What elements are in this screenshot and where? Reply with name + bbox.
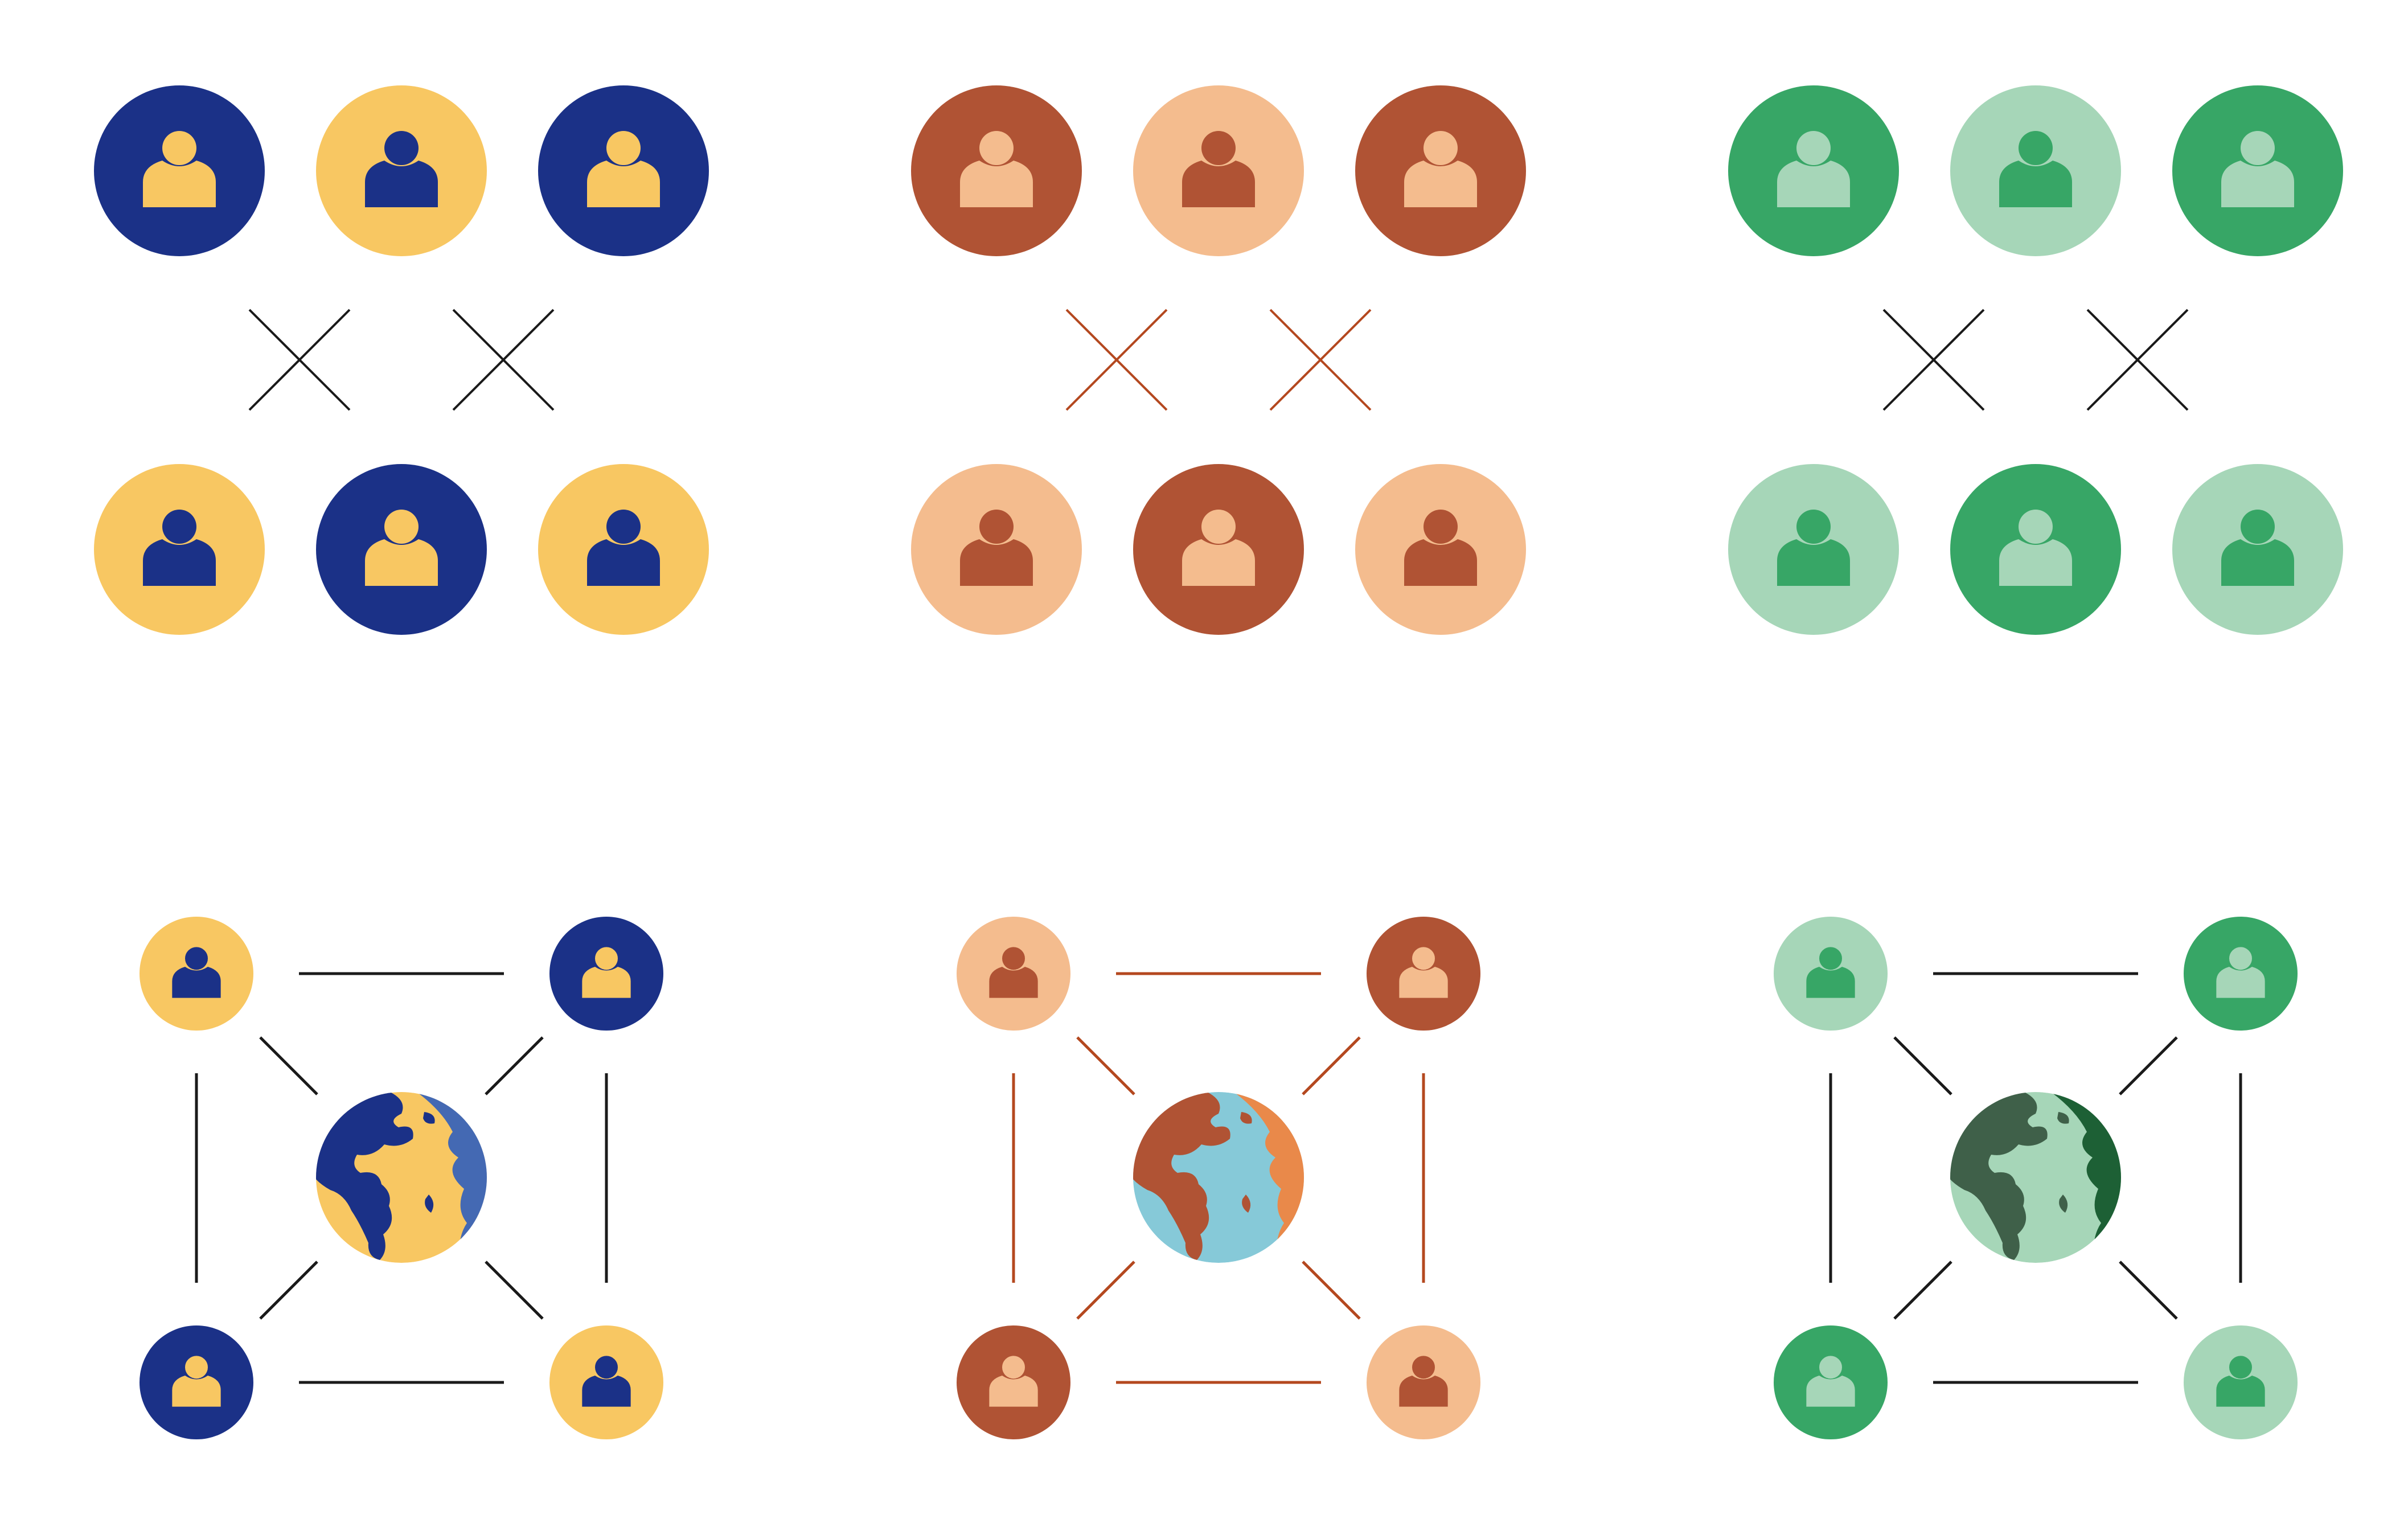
edge (2119, 1261, 2178, 1320)
avatar (316, 464, 487, 635)
edge (259, 1036, 318, 1095)
network-connections (140, 917, 663, 1439)
cross-icon (1269, 309, 1372, 411)
avatar (94, 85, 265, 256)
network-connections (1774, 917, 2298, 1439)
person-icon (143, 510, 216, 586)
avatar (911, 85, 1082, 256)
edge (1302, 1036, 1361, 1095)
person-icon (1806, 1356, 1855, 1407)
edge (1076, 1036, 1135, 1095)
avatar (549, 1325, 663, 1439)
avatar (1950, 464, 2121, 635)
person-icon (2221, 131, 2294, 207)
avatar (2172, 464, 2343, 635)
cross-icon (248, 309, 351, 411)
person-icon (960, 131, 1033, 207)
person-icon (2221, 510, 2294, 586)
person-icon (2216, 1356, 2265, 1407)
avatar (538, 464, 709, 635)
avatar (1367, 1325, 1480, 1439)
person-icon (365, 131, 438, 207)
person-icon (960, 510, 1033, 586)
avatar (94, 464, 265, 635)
avatar (1950, 85, 2121, 256)
panel-green (1728, 85, 2343, 1439)
avatar (316, 85, 487, 256)
person-icon (1399, 947, 1448, 998)
edge (259, 1261, 318, 1320)
globe-icon (1950, 1092, 2121, 1263)
person-icon (1404, 131, 1477, 207)
avatar (2184, 1325, 2298, 1439)
person-icon (1806, 947, 1855, 998)
globe-icon (1133, 1092, 1304, 1263)
avatar (538, 85, 709, 256)
avatar (2184, 917, 2298, 1031)
person-icon (1182, 131, 1255, 207)
avatar (1355, 85, 1526, 256)
avatar (957, 1325, 1070, 1439)
avatar (140, 917, 253, 1031)
cross-icon (1065, 309, 1168, 411)
person-icon (1399, 1356, 1448, 1407)
globe-icon (316, 1092, 487, 1263)
person-icon (1777, 510, 1850, 586)
avatar (140, 1325, 253, 1439)
person-icon (172, 1356, 221, 1407)
cross-icon (1882, 309, 1985, 411)
edge (1076, 1261, 1135, 1320)
avatar (1728, 85, 1899, 256)
person-icon (989, 947, 1038, 998)
avatar (1774, 917, 1888, 1031)
avatar (1367, 917, 1480, 1031)
edge (1302, 1261, 1361, 1320)
person-icon (365, 510, 438, 586)
person-icon (582, 1356, 631, 1407)
panel-orange (911, 85, 1526, 1439)
person-icon (989, 1356, 1038, 1407)
person-icon (587, 510, 660, 586)
network-connections (957, 917, 1480, 1439)
avatar (957, 917, 1070, 1031)
cross-icon (452, 309, 555, 411)
avatar (1774, 1325, 1888, 1439)
edge (1893, 1261, 1952, 1320)
edge (2119, 1036, 2178, 1095)
avatar (1728, 464, 1899, 635)
panel-blue (94, 85, 709, 1439)
person-icon (587, 131, 660, 207)
person-icon (1777, 131, 1850, 207)
edge (485, 1261, 544, 1320)
person-icon (143, 131, 216, 207)
person-icon (1182, 510, 1255, 586)
person-icon (1404, 510, 1477, 586)
avatar (2172, 85, 2343, 256)
person-icon (582, 947, 631, 998)
person-icon (2216, 947, 2265, 998)
avatar (1355, 464, 1526, 635)
avatar (549, 917, 663, 1031)
edge (485, 1036, 544, 1095)
person-icon (172, 947, 221, 998)
avatar (1133, 464, 1304, 635)
person-icon (1999, 131, 2072, 207)
pairwise-connections (1728, 85, 2343, 635)
edge (1893, 1036, 1952, 1095)
person-icon (1999, 510, 2072, 586)
pairwise-connections (94, 85, 709, 635)
pairwise-connections (911, 85, 1526, 635)
avatar (1133, 85, 1304, 256)
avatar (911, 464, 1082, 635)
cross-icon (2086, 309, 2189, 411)
